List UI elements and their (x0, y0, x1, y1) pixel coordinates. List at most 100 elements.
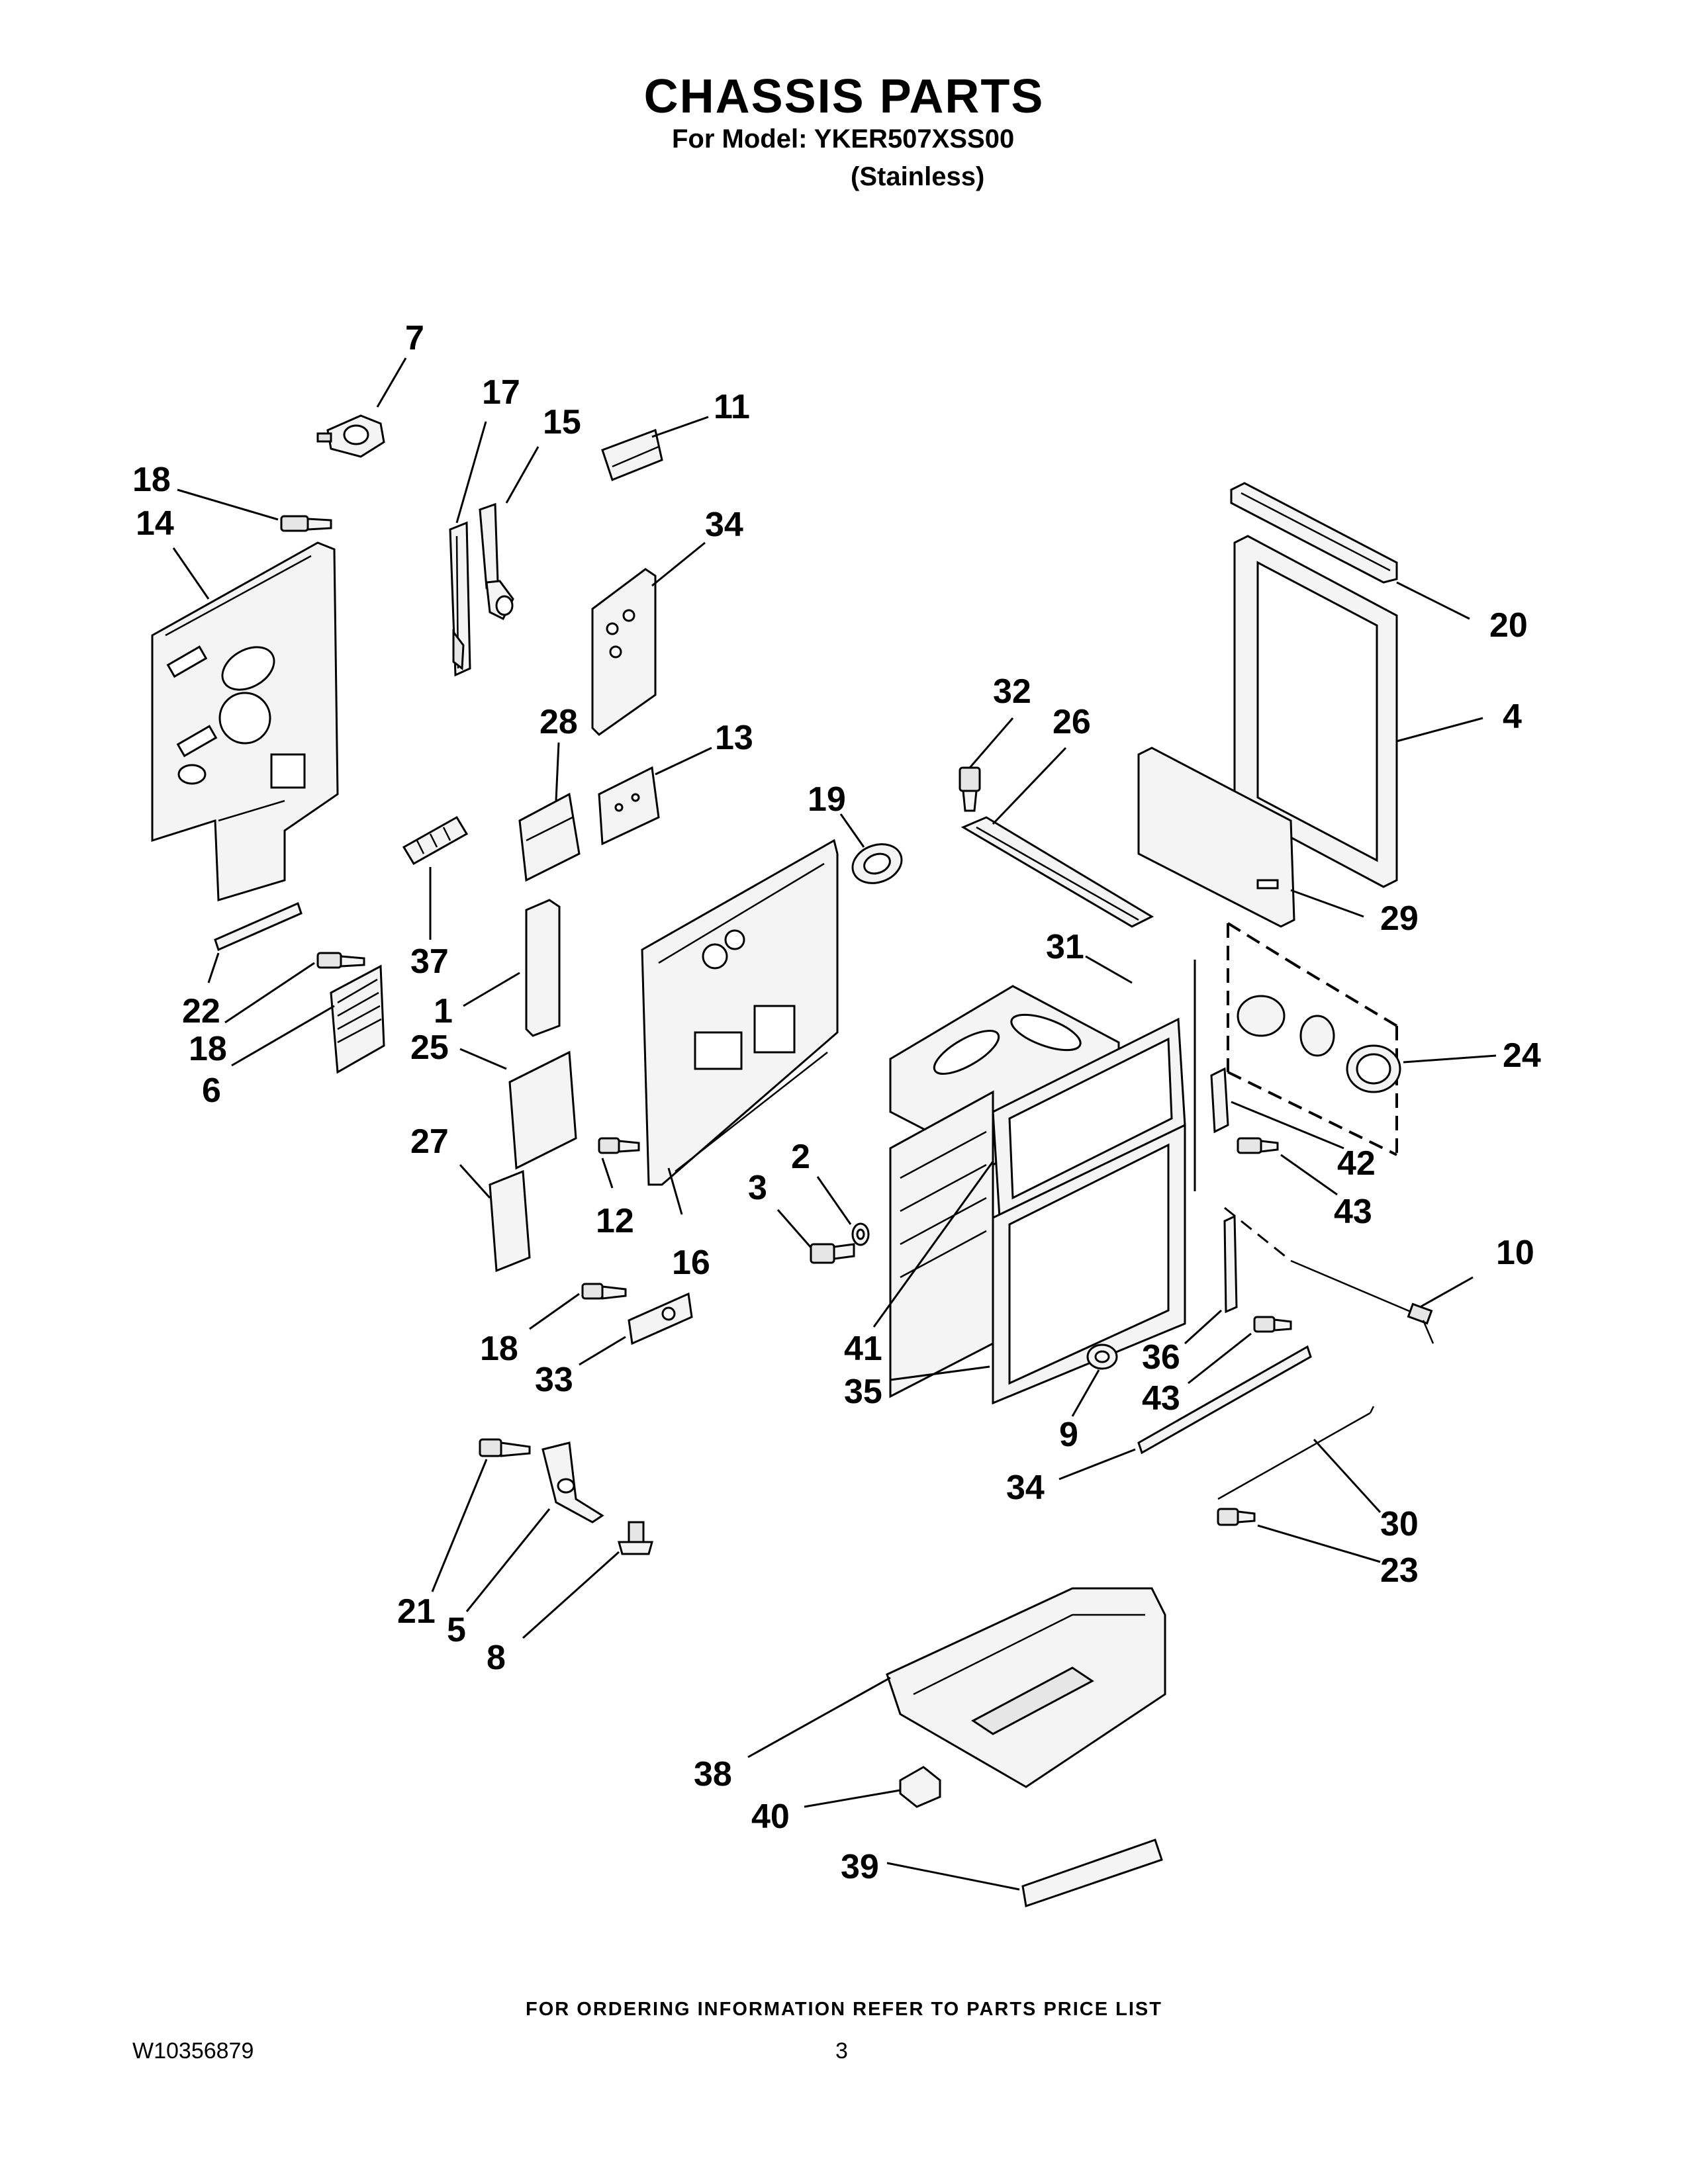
leader-29 (1290, 889, 1364, 918)
callout-41: 41 (844, 1330, 882, 1368)
part-26-channel (961, 816, 1154, 928)
callout-7: 7 (405, 319, 424, 357)
part-2-washer (851, 1222, 870, 1246)
leader-31 (1085, 955, 1133, 984)
callout-31: 31 (1046, 928, 1084, 966)
callout-27: 27 (410, 1122, 449, 1161)
callout-36: 36 (1142, 1338, 1180, 1377)
callout-43a: 43 (1334, 1193, 1372, 1231)
part-42-bracket (1210, 1067, 1229, 1134)
part-10-sensor (1290, 1259, 1434, 1344)
callout-1: 1 (434, 992, 453, 1030)
part-34-side-panel (591, 568, 657, 736)
part-1-channel (525, 899, 561, 1037)
callout-20: 20 (1489, 606, 1528, 645)
part-4-door-frame (1233, 535, 1398, 888)
part-39-kick-strip (1021, 1839, 1163, 1907)
part-20-top-trim (1230, 482, 1398, 584)
part-43-screw-b (1253, 1316, 1292, 1333)
leader-21 (431, 1459, 488, 1592)
leader-28 (555, 742, 560, 801)
leader-22 (207, 952, 220, 983)
callout-40: 40 (751, 1797, 790, 1836)
callout-5: 5 (447, 1611, 466, 1649)
leader-26 (992, 747, 1067, 825)
leader-14 (172, 547, 210, 600)
model-variant: (Stainless) (851, 162, 985, 191)
leader-15 (505, 446, 539, 504)
callout-28: 28 (539, 703, 578, 741)
callout-10: 10 (1496, 1234, 1534, 1272)
leader-9 (1071, 1369, 1100, 1417)
callout-29: 29 (1380, 899, 1419, 938)
leader-18b (224, 962, 315, 1024)
part-34-strip (1137, 1345, 1312, 1455)
part-13-bracket (598, 766, 660, 846)
part-6-vent-grille (330, 964, 385, 1074)
model-line: For Model: YKER507XSS00 (672, 124, 1015, 154)
leader-34a (651, 541, 706, 587)
callout-11: 11 (714, 388, 750, 426)
leader-42 (1231, 1101, 1344, 1150)
leader-36 (1184, 1309, 1223, 1345)
page-title: CHASSIS PARTS (643, 70, 1045, 123)
leader-4 (1396, 717, 1483, 743)
callout-4: 4 (1503, 698, 1522, 736)
callout-9: 9 (1059, 1416, 1078, 1454)
leader-18a (177, 488, 279, 521)
callout-18a: 18 (132, 461, 171, 499)
callout-35: 35 (844, 1373, 882, 1411)
part-32-screw (959, 766, 981, 812)
leader-3 (776, 1209, 812, 1248)
callout-33: 33 (535, 1361, 573, 1399)
leader-19 (839, 813, 865, 848)
part-7-switch (316, 414, 385, 458)
callout-14: 14 (136, 504, 174, 543)
callout-39: 39 (841, 1848, 879, 1886)
callout-12: 12 (596, 1202, 634, 1240)
part-38-bottom-pan (886, 1587, 1166, 1788)
callout-22: 22 (182, 992, 220, 1030)
leader-17 (455, 421, 487, 523)
part-11-bracket (601, 428, 663, 481)
part-30-wire (1217, 1406, 1375, 1500)
part-3-bolt (810, 1243, 855, 1264)
callout-34b: 34 (1006, 1469, 1045, 1507)
leader-38 (747, 1676, 891, 1758)
part-24-light-assembly (1227, 922, 1401, 1156)
callout-30: 30 (1380, 1505, 1419, 1543)
callout-42: 42 (1337, 1144, 1376, 1183)
leader-lines (172, 357, 1497, 1891)
part-27-bracket (489, 1169, 531, 1273)
leader-5 (465, 1508, 551, 1612)
callout-23: 23 (1380, 1551, 1419, 1590)
leader-6 (231, 1005, 335, 1067)
leader-1 (463, 972, 520, 1007)
leader-8 (522, 1551, 620, 1639)
leader-20 (1396, 581, 1470, 620)
callout-32: 32 (993, 672, 1031, 711)
leader-18c (529, 1293, 580, 1330)
part-18-screw-c (581, 1283, 627, 1300)
callout-24: 24 (1503, 1036, 1541, 1075)
leader-13 (655, 747, 712, 776)
callout-15: 15 (543, 403, 581, 441)
leader-40 (804, 1789, 901, 1808)
callout-38: 38 (694, 1755, 732, 1794)
callout-17: 17 (482, 373, 520, 412)
callout-6: 6 (202, 1071, 221, 1110)
part-18-screw-a (280, 515, 332, 532)
callout-18c: 18 (480, 1330, 518, 1368)
leader-43a (1280, 1154, 1338, 1196)
callout-labels: 7 17 15 11 18 14 34 20 32 26 28 13 4 19 … (132, 319, 1541, 1886)
callout-8: 8 (487, 1639, 506, 1677)
part-8-leveling-leg (618, 1521, 653, 1555)
part-36-bracket (1223, 1214, 1238, 1314)
leader-32 (968, 717, 1014, 768)
leader-dashed-10 (1224, 1206, 1291, 1262)
part-21-bolt (479, 1438, 531, 1457)
part-19-grommet (851, 843, 903, 884)
leader-24 (1403, 1054, 1497, 1064)
ordering-note: FOR ORDERING INFORMATION REFER TO PARTS … (526, 1999, 1162, 2020)
